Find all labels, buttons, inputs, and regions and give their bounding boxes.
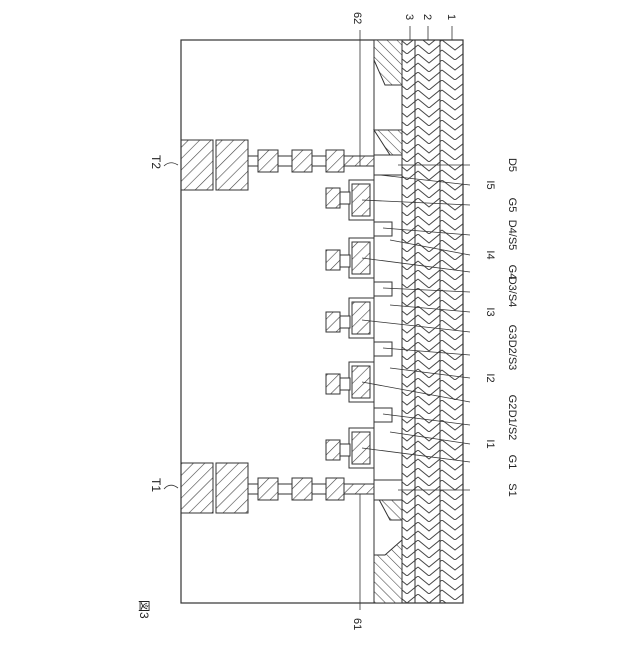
right-label-i1: I1 xyxy=(484,439,496,448)
wiring-label-62: 62 xyxy=(351,12,363,24)
right-label-g1: G1 xyxy=(506,455,518,470)
right-label-i2: I2 xyxy=(484,373,496,382)
diffusion-d5 xyxy=(374,155,402,175)
right-label-g3: G3 xyxy=(506,325,518,340)
right-label-column-1: S1 G1 D1/S2G2 D2/S3G3 D3/S4G4 D4/S5 G5 D5 xyxy=(506,158,518,497)
wiring-label-61: 61 xyxy=(351,618,363,630)
figure-caption: 図3 xyxy=(137,600,151,619)
right-label-d4-s5: D4/S5 xyxy=(506,220,518,251)
diffusion-d3s4 xyxy=(374,282,392,296)
right-label-i3: I3 xyxy=(484,307,496,316)
right-label-g5: G5 xyxy=(506,198,518,213)
layer-3 xyxy=(402,40,415,603)
right-label-d2-s3: D2/S3 xyxy=(506,340,518,371)
right-label-d3-s4: D3/S4 xyxy=(506,277,518,308)
layer-2 xyxy=(415,40,440,603)
layer-label-2: 2 xyxy=(421,14,433,20)
right-label-d1-s2: D1/S2 xyxy=(506,410,518,441)
layer-label-1: 1 xyxy=(445,14,457,20)
diffusion-d4s5 xyxy=(374,222,392,236)
right-label-s1: S1 xyxy=(506,483,518,496)
diffusion-s1 xyxy=(374,480,402,500)
right-label-g4: G4 xyxy=(506,265,518,280)
terminal-label-t2: T2 xyxy=(149,155,163,169)
substrate-layer-1 xyxy=(440,40,463,603)
right-label-column-2: I1 I2 I3 I4 I5 xyxy=(484,180,496,448)
diffusion-d2s3 xyxy=(374,342,392,356)
right-label-g2: G2 xyxy=(506,395,518,410)
right-label-i4: I4 xyxy=(484,250,496,259)
right-label-i5: I5 xyxy=(484,180,496,189)
right-label-d5: D5 xyxy=(506,158,518,172)
layer-label-3: 3 xyxy=(403,14,415,20)
terminal-label-t1: T1 xyxy=(149,478,163,492)
